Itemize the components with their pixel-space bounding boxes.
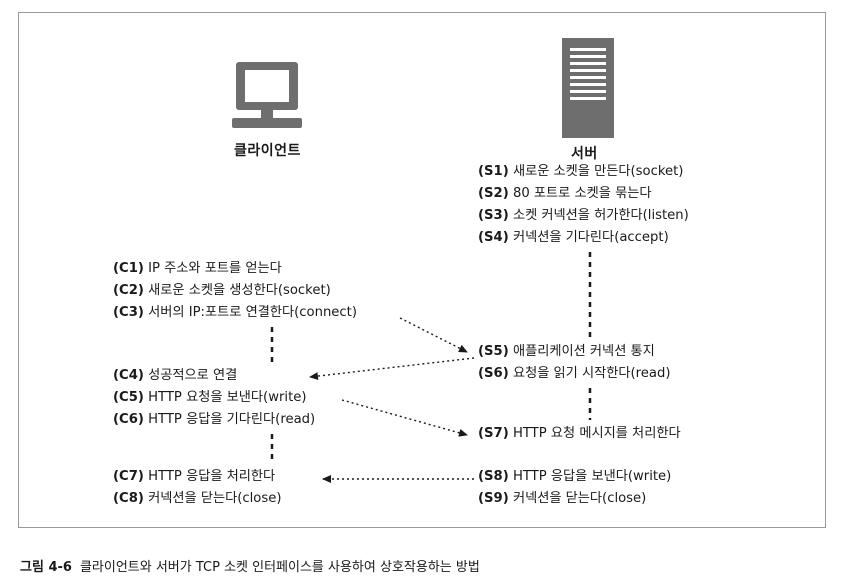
server-step-s1: (S1) 새로운 소켓을 만든다(socket)	[478, 164, 684, 179]
arrow-connect-accept	[309, 357, 475, 381]
client-step-c2: (C2) 새로운 소켓을 생성한다(socket)	[113, 283, 331, 298]
caption-number: 그림 4-6	[20, 560, 72, 575]
server-step-s8: (S8) HTTP 응답을 보낸다(write)	[478, 469, 672, 484]
client-computer-icon	[232, 62, 302, 128]
server-step-s6: (S6) 요청을 읽기 시작한다(read)	[478, 366, 671, 381]
server-label: 서버	[571, 146, 598, 162]
client-step-c7: (C7) HTTP 응답을 처리한다	[113, 469, 276, 484]
client-step-c4: (C4) 성공적으로 연결	[113, 368, 238, 383]
server-step-s5: (S5) 애플리케이션 커넥션 통지	[478, 344, 655, 359]
server-step-s3: (S3) 소켓 커넥션을 허가한다(listen)	[478, 208, 689, 223]
client-step-c3: (C3) 서버의 IP:포트로 연결한다(connect)	[113, 305, 357, 320]
arrow-http-request	[341, 399, 468, 437]
client-step-c5: (C5) HTTP 요청을 보낸다(write)	[113, 390, 307, 405]
client-step-c1: (C1) IP 주소와 포트를 얻는다	[113, 261, 282, 276]
arrow-connect-request	[399, 317, 468, 353]
server-tower-icon	[562, 38, 614, 138]
client-step-c8: (C8) 커넥션을 닫는다(close)	[113, 491, 282, 506]
figure-frame	[18, 12, 826, 528]
server-step-s2: (S2) 80 포트로 소켓을 묶는다	[478, 186, 652, 201]
caption-text: 클라이언트와 서버가 TCP 소켓 인터페이스를 사용하여 상호작용하는 방법	[79, 560, 480, 575]
server-step-s4: (S4) 커넥션을 기다린다(accept)	[478, 230, 669, 245]
server-step-s9: (S9) 커넥션을 닫는다(close)	[478, 491, 647, 506]
server-step-s7: (S7) HTTP 요청 메시지를 처리한다	[478, 426, 681, 441]
client-label: 클라이언트	[234, 143, 301, 159]
figure-caption: 그림 4-6 클라이언트와 서버가 TCP 소켓 인터페이스를 사용하여 상호작용…	[20, 556, 480, 575]
client-step-c6: (C6) HTTP 응답을 기다린다(read)	[113, 412, 316, 427]
